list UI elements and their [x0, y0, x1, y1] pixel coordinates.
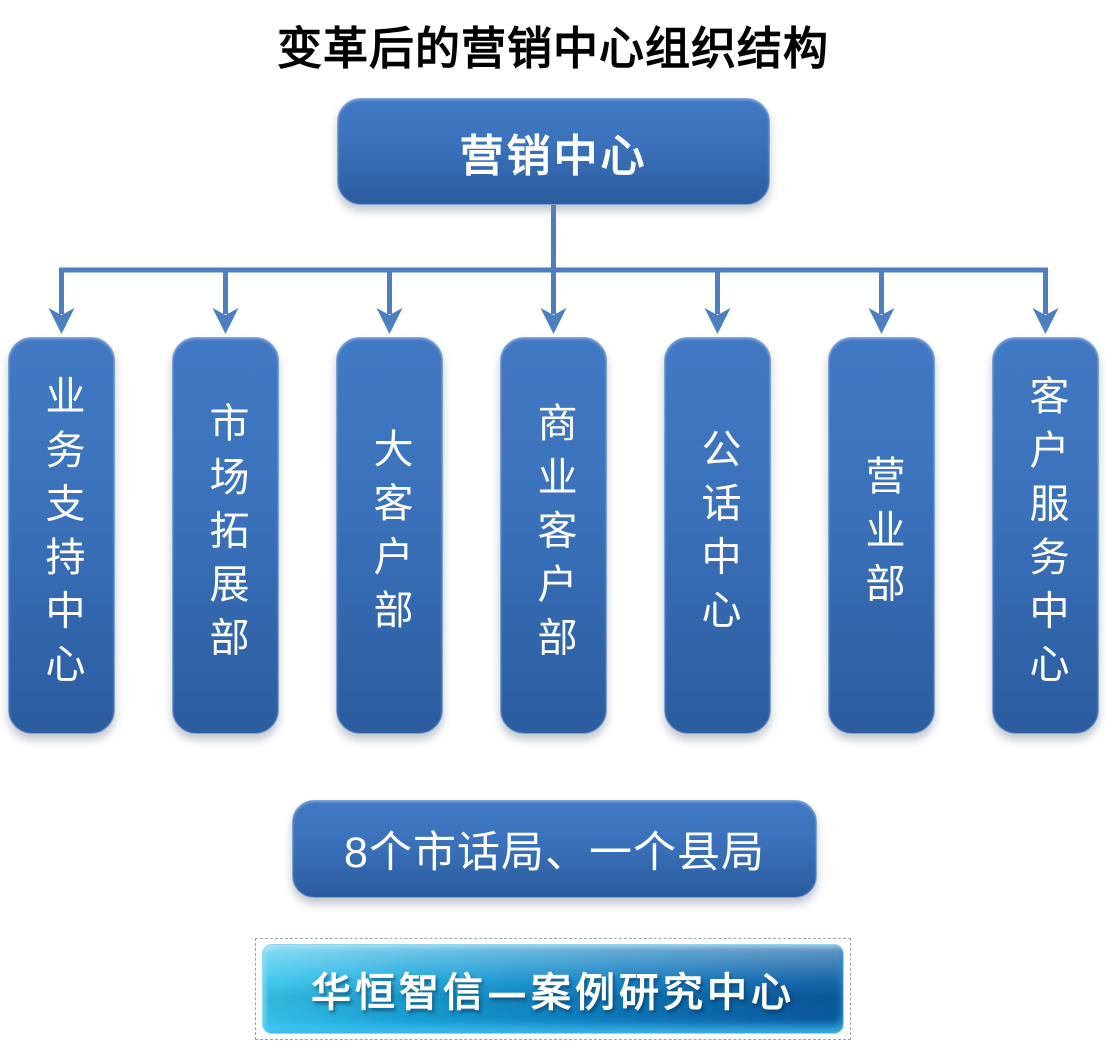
- org-node-label: 市场拓展部: [203, 401, 248, 670]
- arrowhead-icon: [540, 308, 567, 334]
- org-node-label: 营销中心: [459, 131, 648, 181]
- footer-banner-text: 华恒智信—案例研究中心: [311, 969, 795, 1016]
- org-node-label: 公话中心: [695, 428, 740, 643]
- arrowhead-icon: [1032, 308, 1059, 334]
- footer-selection-marquee[interactable]: 华恒智信—案例研究中心: [255, 938, 851, 1040]
- org-node-business-support: 业务支持中心: [8, 337, 115, 734]
- org-node-commercial-customers: 商业客户部: [500, 337, 607, 734]
- org-node-label: 商业客户部: [531, 401, 576, 670]
- arrowhead-icon: [868, 308, 895, 334]
- arrowhead-icon: [212, 308, 239, 334]
- org-node-bureaus-note: 8个市话局、一个县局: [292, 800, 817, 898]
- org-node-root: 营销中心: [337, 98, 770, 205]
- arrowhead-icon: [704, 308, 731, 334]
- org-node-customer-service: 客户服务中心: [992, 337, 1099, 734]
- arrowhead-icon: [48, 308, 75, 334]
- org-node-sales-dept: 营业部: [828, 337, 935, 734]
- footer-banner: 华恒智信—案例研究中心: [262, 944, 844, 1034]
- org-node-label: 客户服务中心: [1023, 374, 1068, 697]
- org-node-key-accounts: 大客户部: [336, 337, 443, 734]
- arrowhead-icon: [376, 308, 403, 334]
- org-node-public-phone: 公话中心: [664, 337, 771, 734]
- org-node-label: 业务支持中心: [39, 374, 84, 697]
- org-node-label: 大客户部: [367, 428, 412, 643]
- page-title: 变革后的营销中心组织结构: [276, 23, 829, 74]
- org-node-label: 8个市话局、一个县局: [344, 829, 765, 877]
- org-node-market-expansion: 市场拓展部: [172, 337, 279, 734]
- org-node-label: 营业部: [859, 455, 904, 616]
